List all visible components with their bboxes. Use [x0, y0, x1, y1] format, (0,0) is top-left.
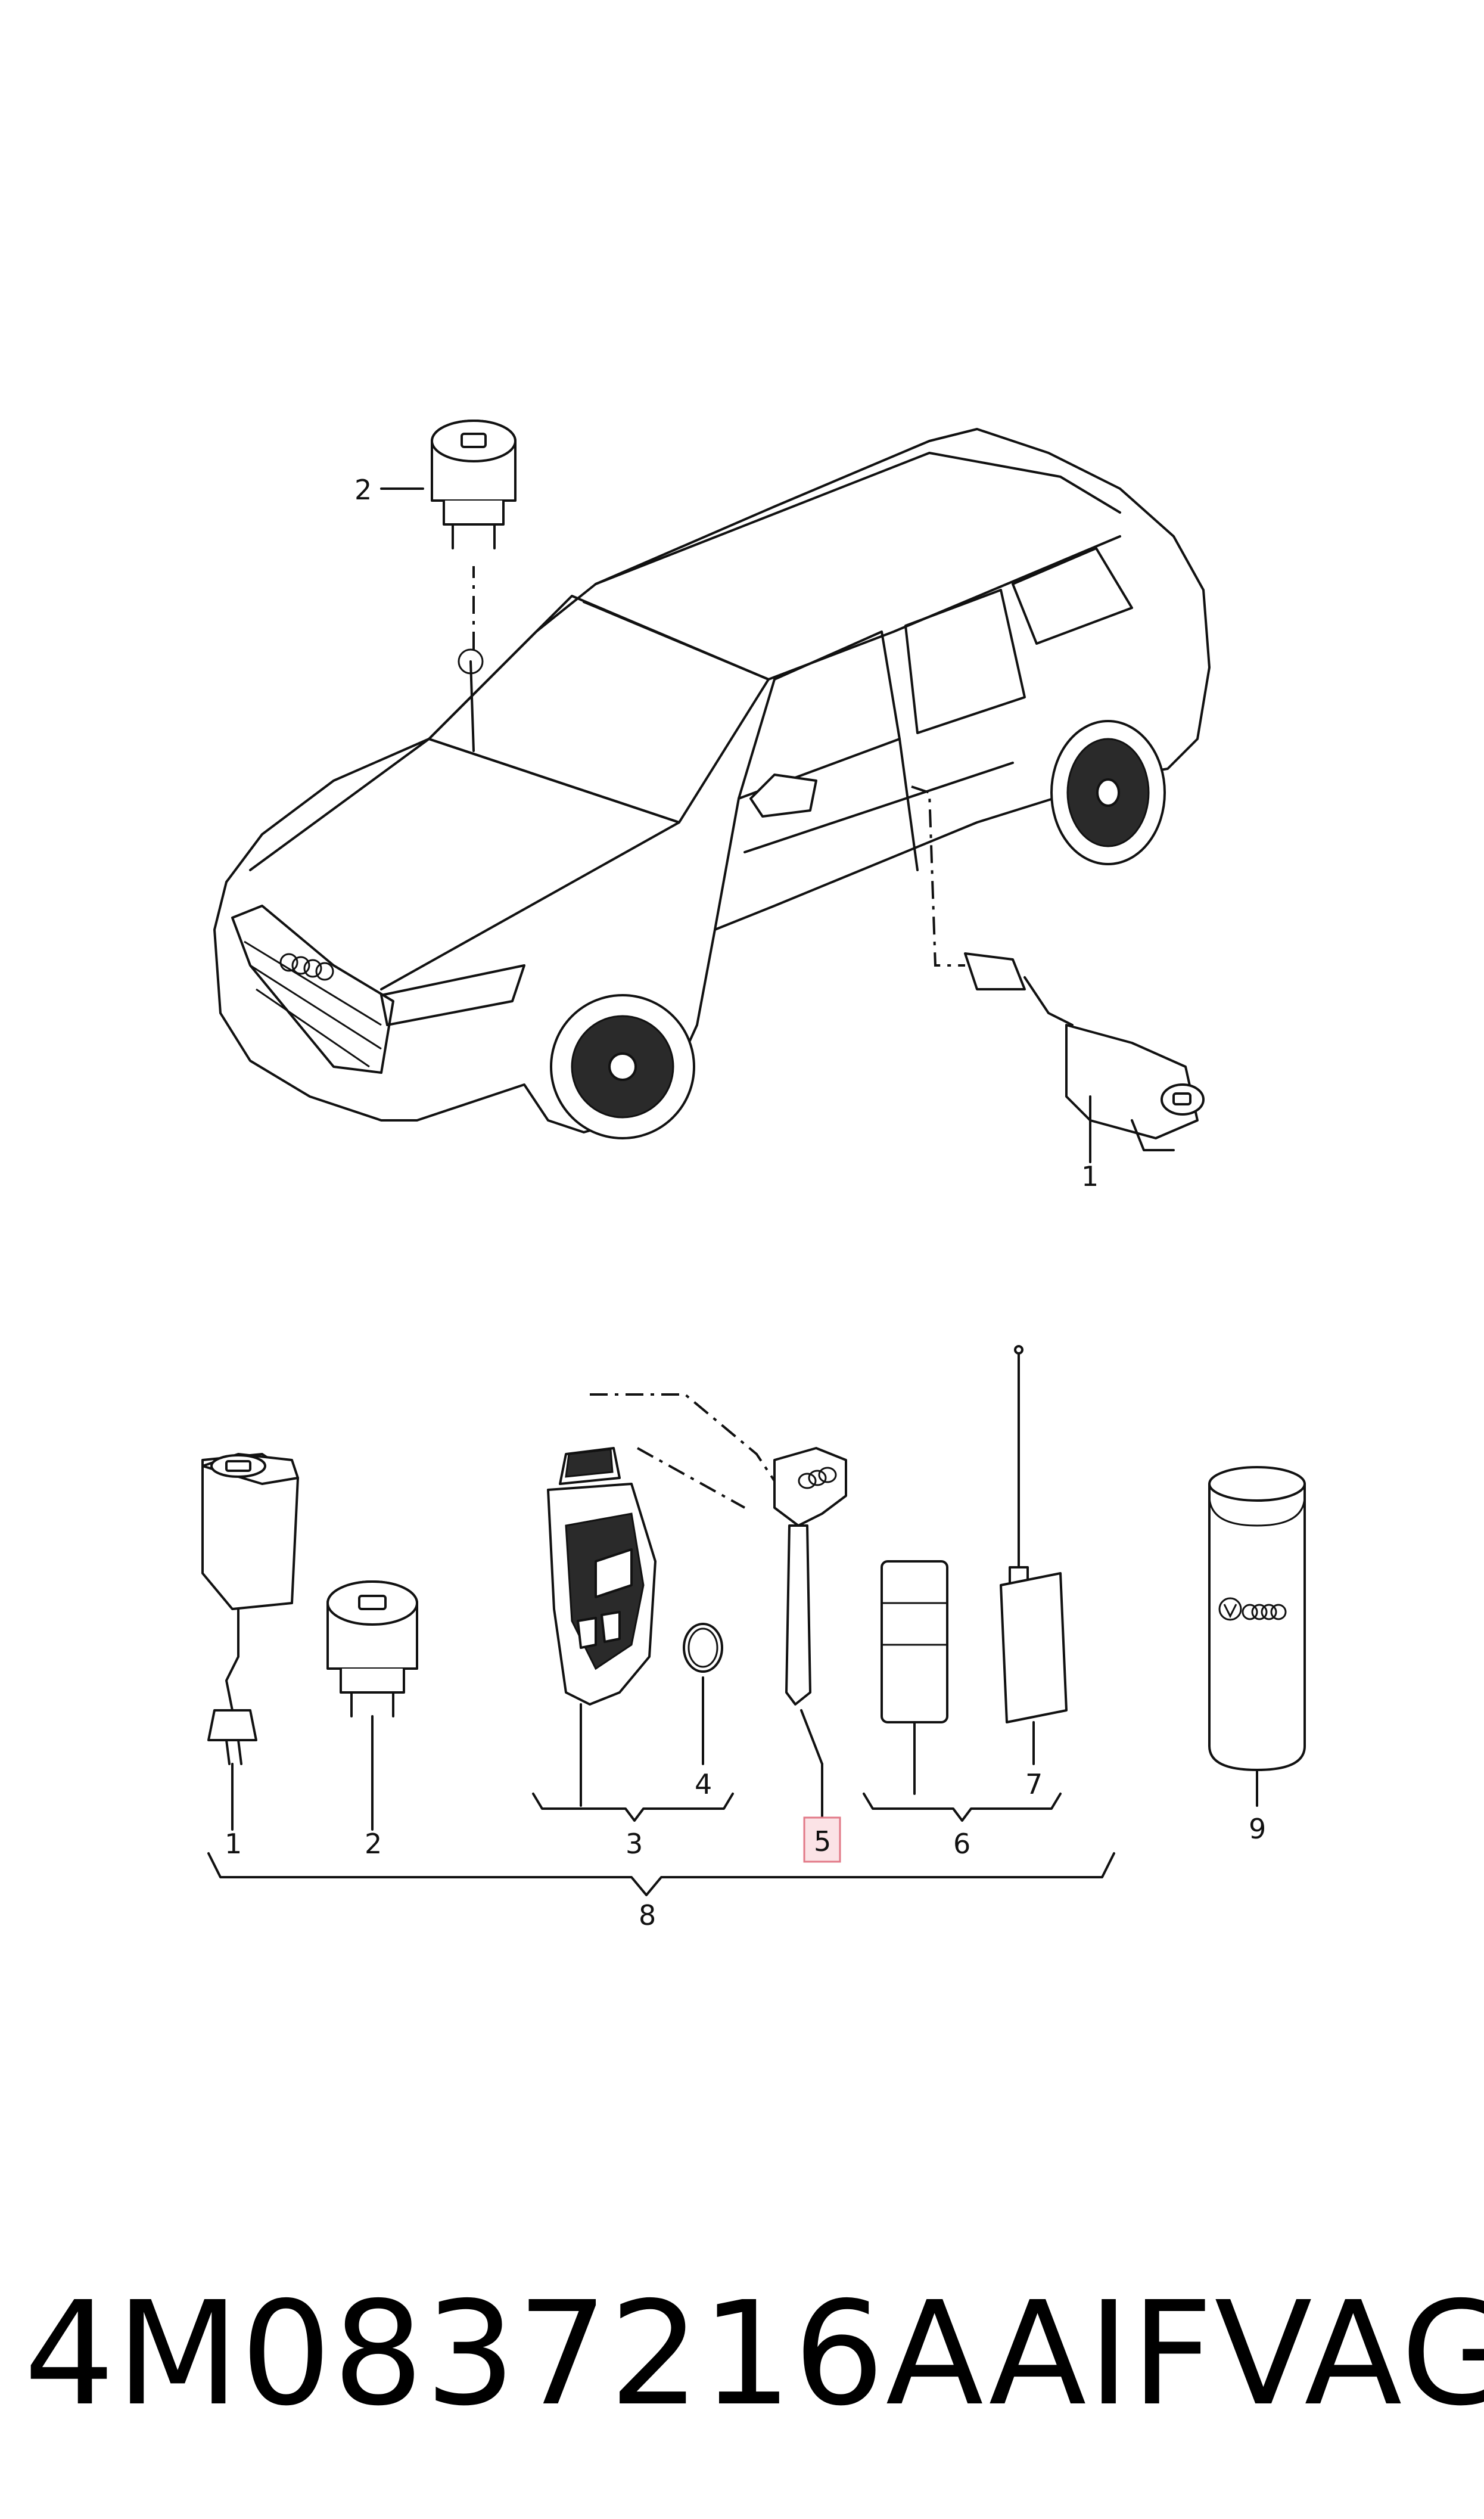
callout-2-top: 2 — [354, 474, 372, 506]
lock-cylinder-icon — [326, 1580, 418, 1717]
callout-3: 3 — [626, 1828, 643, 1860]
door-lock-icon — [964, 952, 1205, 1151]
car-illustration — [213, 428, 1211, 1139]
callout-4: 4 — [695, 1768, 712, 1800]
antenna-card-icon — [1000, 1345, 1068, 1723]
emergency-key-icon — [773, 1447, 847, 1706]
callout-6: 6 — [953, 1828, 970, 1860]
lock-cylinder-icon — [431, 420, 517, 549]
callout-1-top: 1 — [1081, 1160, 1099, 1192]
footer: 4M0837216AAIF VAG — [24, 2265, 1484, 2443]
callout-7: 7 — [1025, 1768, 1043, 1800]
spray-can-icon — [1208, 1466, 1306, 1771]
part-number: 4M0837216AAIF — [24, 2270, 1215, 2437]
brand-name: VAG — [1214, 2270, 1484, 2437]
callout-8: 8 — [639, 1899, 656, 1931]
remote-key-icon — [547, 1447, 657, 1706]
callout-1: 1 — [225, 1828, 242, 1860]
transponder-card-icon — [881, 1560, 948, 1723]
callout-5: 5 — [814, 1825, 831, 1858]
battery-coin-icon — [683, 1623, 723, 1673]
callout-2: 2 — [365, 1828, 382, 1860]
callout-9: 9 — [1249, 1813, 1266, 1845]
ignition-lock-icon — [201, 1453, 299, 1765]
highlight-box — [803, 1816, 841, 1863]
